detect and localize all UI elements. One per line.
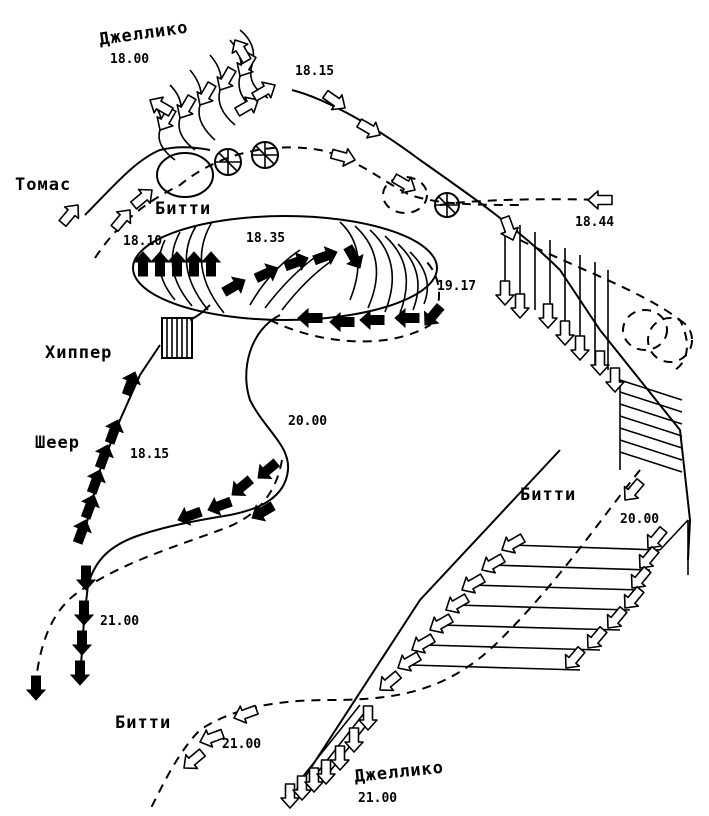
label-time-1815-scheer: 18.15 (130, 447, 169, 462)
british-dashed-diagonal (149, 469, 641, 811)
hollow-arrow-icon (587, 190, 613, 210)
battle-ellipse (132, 215, 438, 321)
hollow-arrow-icon (54, 198, 86, 230)
hollow-arrow-icon (280, 783, 300, 809)
beatty-circle (156, 152, 214, 198)
hollow-arrow-icon (191, 78, 221, 111)
thomas-track-line (84, 146, 211, 216)
filled-arrow-icon (167, 251, 187, 277)
filled-arrow-icon (251, 259, 283, 287)
hollow-arrow-icon (388, 169, 421, 199)
label-hipper: Хиппер (45, 343, 112, 363)
hollow-arrow-icon (590, 350, 610, 376)
filled-arrow-icon (100, 416, 127, 447)
hollow-arrow-icon (106, 203, 138, 235)
hollow-arrow-icon (456, 569, 489, 599)
labels: Джеллико 18.00 18.15 Томас Битти 18.10 1… (15, 18, 659, 806)
filled-arrow-icon (68, 516, 95, 547)
label-jellicoe-top: Джеллико (98, 18, 190, 50)
hollow-arrow-icon (373, 666, 405, 698)
hollow-arrow-icon (495, 280, 515, 306)
hollow-arrow-icon (292, 775, 312, 801)
filled-arrow-icon (225, 472, 257, 503)
german-retreat-line (79, 314, 290, 681)
filled-arrow-icon (417, 300, 448, 332)
filled-arrow-icon (339, 242, 369, 273)
hollow-arrow-icon (555, 320, 575, 346)
filled-arrow-icon (251, 455, 283, 486)
filled-arrow-icon (297, 308, 323, 328)
label-time-1815-top: 18.15 (295, 64, 334, 79)
hollow-arrow-icon (495, 213, 523, 244)
hollow-arrow-icon (406, 629, 439, 659)
filled-arrow-icon (76, 491, 103, 522)
label-time-2100-beatty: 21.00 (222, 737, 261, 752)
label-thomas: Томас (15, 175, 71, 195)
label-beatty-mid: Битти (520, 485, 576, 505)
hollow-arrow-icon (617, 475, 649, 507)
filled-arrow-icon (82, 466, 109, 497)
dashed-right-arc (519, 239, 688, 371)
label-time-1800: 18.00 (110, 52, 149, 67)
filled-arrow-icon (26, 675, 46, 701)
label-time-2100-german: 21.00 (100, 614, 139, 629)
filled-arrow-icon (219, 271, 250, 301)
british-ship-arrows (54, 34, 672, 809)
filled-arrow-icon (70, 660, 90, 686)
german-ship-arrows (26, 242, 448, 701)
label-time-1844: 18.44 (575, 215, 614, 230)
filled-arrow-icon (247, 497, 278, 527)
label-beatty-top: Битти (155, 199, 211, 219)
hollow-arrow-icon (392, 647, 425, 677)
jellicoe-bottom-line (289, 449, 561, 801)
label-beatty-bottom: Битти (115, 713, 171, 733)
hollow-arrow-icon (538, 303, 558, 329)
hollow-arrow-icon (510, 293, 530, 319)
dashed-circle-a (622, 309, 668, 351)
filled-arrow-icon (74, 600, 94, 626)
wreck-circle-2 (251, 141, 279, 169)
filled-arrow-icon (90, 441, 117, 472)
label-time-2000-german: 20.00 (288, 414, 327, 429)
dashed-east-line (439, 198, 601, 206)
hollow-arrow-icon (570, 335, 590, 361)
hollow-arrow-icon (230, 700, 261, 728)
dashed-turnaway-loop (269, 259, 441, 343)
dashed-circle-b (647, 317, 693, 363)
hollow-arrow-icon (171, 91, 201, 124)
label-jellicoe-bottom: Джеллико (353, 758, 444, 787)
label-time-1835: 18.35 (246, 231, 285, 246)
label-time-1917: 19.17 (437, 279, 476, 294)
hollow-arrow-icon (476, 549, 509, 579)
filled-arrow-icon (359, 310, 385, 330)
label-time-2100-jellicoe: 21.00 (358, 791, 397, 806)
filled-arrow-icon (394, 308, 420, 328)
filled-arrow-icon (72, 630, 92, 656)
hollow-arrow-icon (496, 529, 529, 559)
filled-arrow-icon (201, 251, 221, 277)
hollow-arrow-icon (316, 759, 336, 785)
hollow-arrow-icon (211, 63, 241, 96)
label-scheer: Шеер (35, 433, 80, 453)
filled-arrow-icon (117, 368, 144, 399)
wreck-circle-1 (214, 148, 242, 176)
filled-arrow-icon (150, 251, 170, 277)
label-time-1810: 18.10 (123, 234, 162, 249)
filled-arrow-icon (76, 565, 96, 591)
label-time-2000-british: 20.00 (620, 512, 659, 527)
dashed-circle-c (382, 176, 428, 214)
wreck-circle-3 (434, 192, 460, 218)
filled-arrow-icon (281, 249, 312, 276)
circles (156, 141, 693, 363)
hollow-arrow-icon (328, 144, 359, 170)
hollow-arrow-icon (440, 589, 473, 619)
hollow-arrow-icon (358, 705, 378, 731)
